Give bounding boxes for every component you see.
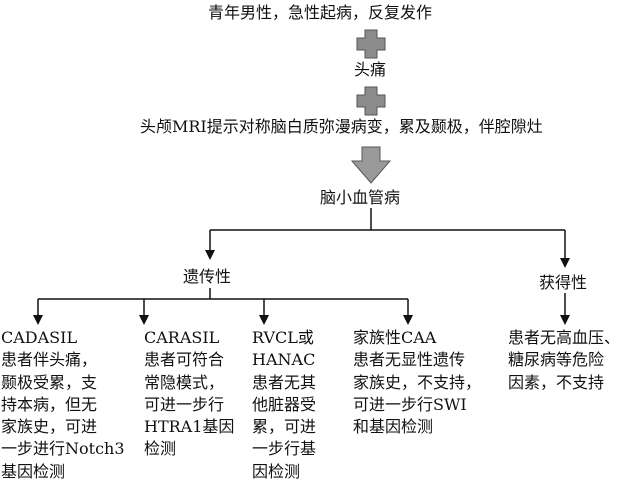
arrowhead-hereditary	[205, 250, 215, 260]
leaf-line: HANAC	[252, 350, 316, 370]
plus-icon-2	[356, 86, 386, 116]
arrowhead-rvcl	[259, 315, 269, 325]
leaf-line: 持本病，但无	[1, 394, 98, 414]
leaf-carasil: CARASIL 患者可符合 常隐模式， 可进一步行 HTRA1基因 检测	[144, 327, 234, 461]
leaf-line: RVCL或	[252, 328, 314, 347]
leaf-line: CADASIL	[1, 328, 78, 347]
leaf-cadasil: CADASIL 患者伴头痛， 颞极受累，支 持本病，但无 家族史，可进 一步进行…	[1, 327, 125, 483]
leaf-line: 可进一步行	[144, 394, 225, 414]
connector-main	[209, 208, 566, 258]
down-arrow-icon	[350, 146, 392, 184]
leaf-acquired: 患者无高血压、 糖尿病等危险 因素，不支持	[508, 327, 620, 394]
leaf-line: 颞极受累，支	[1, 372, 98, 392]
clinical-feature-1: 青年男性，急性起病，反复发作	[207, 3, 432, 22]
leaf-line: 患者伴头痛，	[1, 350, 98, 370]
leaf-line: 因检测	[252, 461, 301, 481]
clinical-feature-2: 头痛	[353, 60, 386, 79]
arrowhead-acquired-leaf	[560, 315, 570, 325]
arrowhead-acquired	[560, 258, 570, 268]
leaf-line: 糖尿病等危险	[508, 350, 605, 370]
leaf-rvcl-hanac: RVCL或 HANAC 患者无其 他脏器受 累，可进 一步行基 因检测	[252, 327, 316, 483]
diagnosis-node: 脑小血管病	[320, 188, 401, 207]
leaf-line: 常隐模式，	[144, 372, 225, 392]
leaf-line: 累，可进	[252, 417, 317, 437]
leaf-line: 和基因检测	[353, 417, 434, 437]
leaf-line: 一步行基	[252, 439, 317, 459]
leaf-line: 患者无显性遗传	[353, 350, 466, 370]
leaf-line: 一步进行Notch3	[1, 439, 125, 459]
leaf-line: 基因检测	[1, 461, 66, 481]
leaf-line: 家族性CAA	[353, 328, 437, 347]
leaf-line: 家族史，不支持，	[353, 372, 482, 392]
leaf-line: 家族史，可进	[1, 417, 98, 437]
plus-icon-1	[356, 29, 386, 59]
leaf-familial-caa: 家族性CAA 患者无显性遗传 家族史，不支持， 可进一步行SWI 和基因检测	[353, 327, 481, 438]
leaf-line: 患者可符合	[144, 350, 225, 370]
leaf-line: 他脏器受	[252, 394, 317, 414]
clinical-feature-3: 头颅MRI提示对称脑白质弥漫病变，累及颞极，伴腔隙灶	[140, 117, 543, 136]
arrowhead-carasil	[139, 315, 149, 325]
branch-acquired: 获得性	[539, 273, 588, 292]
branch-hereditary: 遗传性	[183, 267, 232, 286]
leaf-line: 因素，不支持	[508, 372, 605, 392]
leaf-line: 患者无其	[252, 372, 317, 392]
arrowhead-caa	[403, 315, 413, 325]
leaf-line: CARASIL	[144, 328, 220, 347]
leaf-line: 检测	[144, 439, 177, 459]
leaf-line: 患者无高血压、	[508, 328, 621, 347]
leaf-line: 可进一步行SWI	[353, 394, 467, 414]
connector-hereditary	[37, 288, 409, 316]
leaf-line: HTRA1基因	[144, 417, 235, 437]
arrowhead-cadasil	[33, 315, 43, 325]
